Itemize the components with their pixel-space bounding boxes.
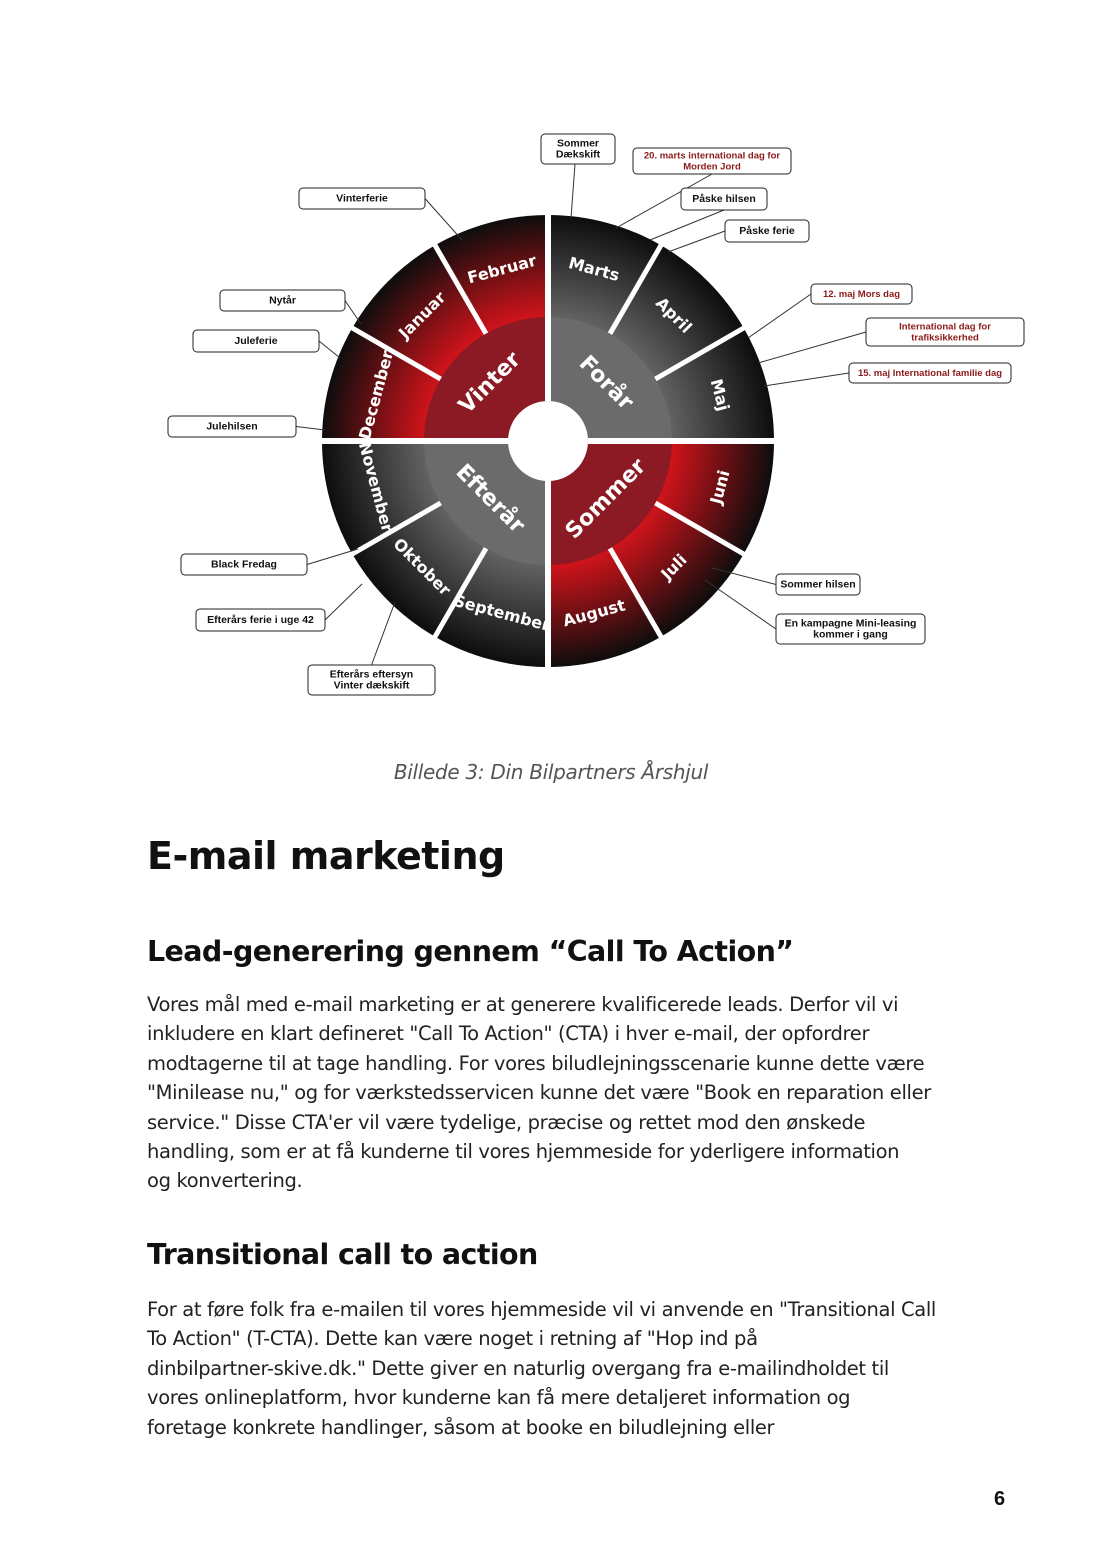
text-line: inkludere en klart defineret "Call To Ac… — [147, 1022, 870, 1046]
leader-line — [570, 163, 576, 219]
leader-line — [667, 230, 726, 253]
event-box — [724, 219, 810, 243]
month-divider — [607, 547, 665, 640]
text-line: handling, som er at få kunderne til vore… — [147, 1140, 900, 1164]
leader-line — [615, 173, 713, 229]
text-line: foretage konkrete handlinger, såsom at b… — [147, 1415, 775, 1439]
month-divider — [654, 324, 747, 382]
event-callout: Nytår — [219, 289, 362, 325]
text-line: dinbilpartner-skive.dk." Dette giver en … — [147, 1356, 889, 1380]
event-label: Påske hilsen — [692, 193, 756, 205]
season-sector — [424, 317, 548, 441]
event-label: Påske ferie — [739, 225, 795, 237]
event-label: Black Fredag — [211, 559, 277, 571]
event-box — [167, 415, 297, 438]
event-label: Sommer hilsen — [780, 579, 855, 591]
event-box — [775, 573, 861, 596]
season-sector — [424, 441, 548, 565]
event-label: 12. maj Mors dag — [823, 289, 900, 300]
leader-line — [295, 426, 326, 431]
text-line: modtagerne til at tage handling. For vor… — [147, 1051, 925, 1075]
event-box — [195, 608, 326, 632]
event-callout: Sommer hilsen — [711, 567, 861, 596]
event-label: Nytår — [269, 295, 296, 307]
leader-line — [306, 548, 359, 565]
leader-line — [371, 601, 396, 666]
season-sector — [548, 317, 672, 441]
leader-line — [324, 583, 363, 621]
leader-line — [424, 198, 463, 241]
event-box — [298, 187, 426, 210]
month-divider — [654, 500, 747, 558]
figure-caption: Billede 3: Din Bilpartners Årshjul — [393, 760, 709, 784]
event-box — [810, 283, 913, 305]
event-box — [180, 553, 308, 576]
event-label: 15. maj International familie dag — [858, 368, 1002, 379]
event-box — [219, 289, 346, 312]
text-line: og konvertering. — [147, 1169, 303, 1193]
month-divider — [349, 500, 442, 558]
event-box — [632, 147, 792, 175]
leader-line — [747, 293, 812, 339]
leader-line — [763, 372, 850, 387]
leader-line — [757, 331, 867, 364]
text-line: Vores mål med e-mail marketing er at gen… — [147, 993, 899, 1016]
event-box — [680, 187, 768, 211]
text-line: vores onlineplatform, hvor kunderne kan … — [147, 1386, 851, 1410]
event-callout: Påske ferie — [667, 219, 810, 253]
event-callout: Juleferie — [192, 329, 341, 359]
text-line: service." Disse CTA'er vil være tydelige… — [147, 1110, 866, 1134]
event-label: Julehilsen — [206, 421, 257, 433]
paragraph-transitional-cta: For at føre folk fra e-mailen til vores … — [147, 1295, 1027, 1442]
leader-line — [649, 209, 725, 241]
leader-line — [711, 567, 777, 585]
text-line: "Minilease nu," og for værkstedsservicen… — [147, 1081, 931, 1105]
leader-line — [704, 579, 777, 630]
month-divider — [431, 242, 489, 335]
event-box — [775, 613, 926, 645]
event-callout: Black Fredag — [180, 548, 359, 576]
wheel-hub — [508, 401, 588, 481]
month-divider — [349, 324, 442, 382]
event-box — [540, 133, 616, 165]
event-box — [307, 664, 436, 696]
event-box — [865, 317, 1025, 347]
text-line: For at føre folk fra e-mailen til vores … — [147, 1298, 936, 1321]
text-line: To Action" (T-CTA). Dette kan være noget… — [147, 1327, 758, 1351]
season-sector — [548, 441, 672, 565]
event-box — [192, 329, 320, 353]
event-callout: Vinterferie — [298, 187, 463, 241]
event-callout: Julehilsen — [167, 415, 326, 438]
event-callout: 12. maj Mors dag — [747, 283, 913, 339]
leader-line — [344, 300, 362, 325]
page-heading: E-mail marketing — [147, 834, 505, 878]
page-number: 6 — [994, 1488, 1006, 1510]
paragraph-lead-generation: Vores mål med e-mail marketing er at gen… — [147, 990, 1027, 1196]
leader-line — [318, 340, 341, 359]
month-divider — [607, 242, 665, 335]
section-heading-transitional-cta: Transitional call to action — [147, 1238, 538, 1271]
event-label: Efterårs ferie i uge 42 — [207, 614, 314, 626]
event-label: Vinterferie — [336, 193, 388, 205]
event-callout: Påske hilsen — [649, 187, 768, 241]
event-box — [848, 362, 1012, 384]
month-divider — [431, 547, 489, 640]
event-callout: Efterårs ferie i uge 42 — [195, 583, 363, 632]
event-callout: 15. maj International familie dag — [763, 362, 1012, 387]
section-heading-lead-generation: Lead-generering gennem “Call To Action” — [147, 935, 794, 968]
event-label: Juleferie — [234, 335, 277, 347]
